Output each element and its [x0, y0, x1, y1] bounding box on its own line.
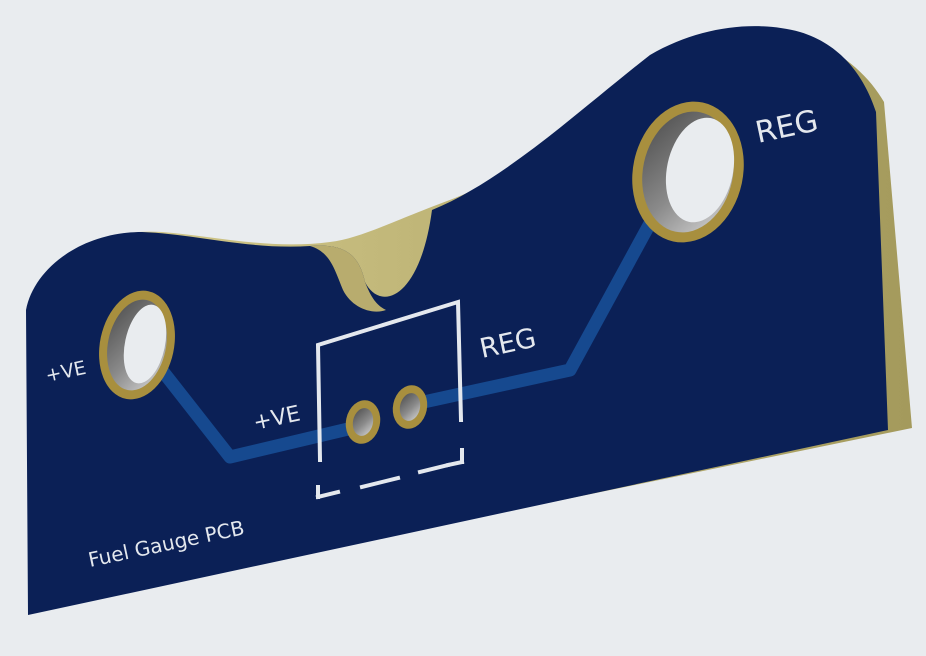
connector-pad-positive	[345, 400, 381, 444]
notch-edge	[310, 245, 386, 312]
connector-pad-regulator	[392, 385, 428, 429]
mounting-hole-left	[99, 290, 175, 400]
trace-regulator	[403, 198, 667, 412]
mounting-hole-right	[632, 101, 744, 243]
connector-outline	[315, 299, 465, 500]
